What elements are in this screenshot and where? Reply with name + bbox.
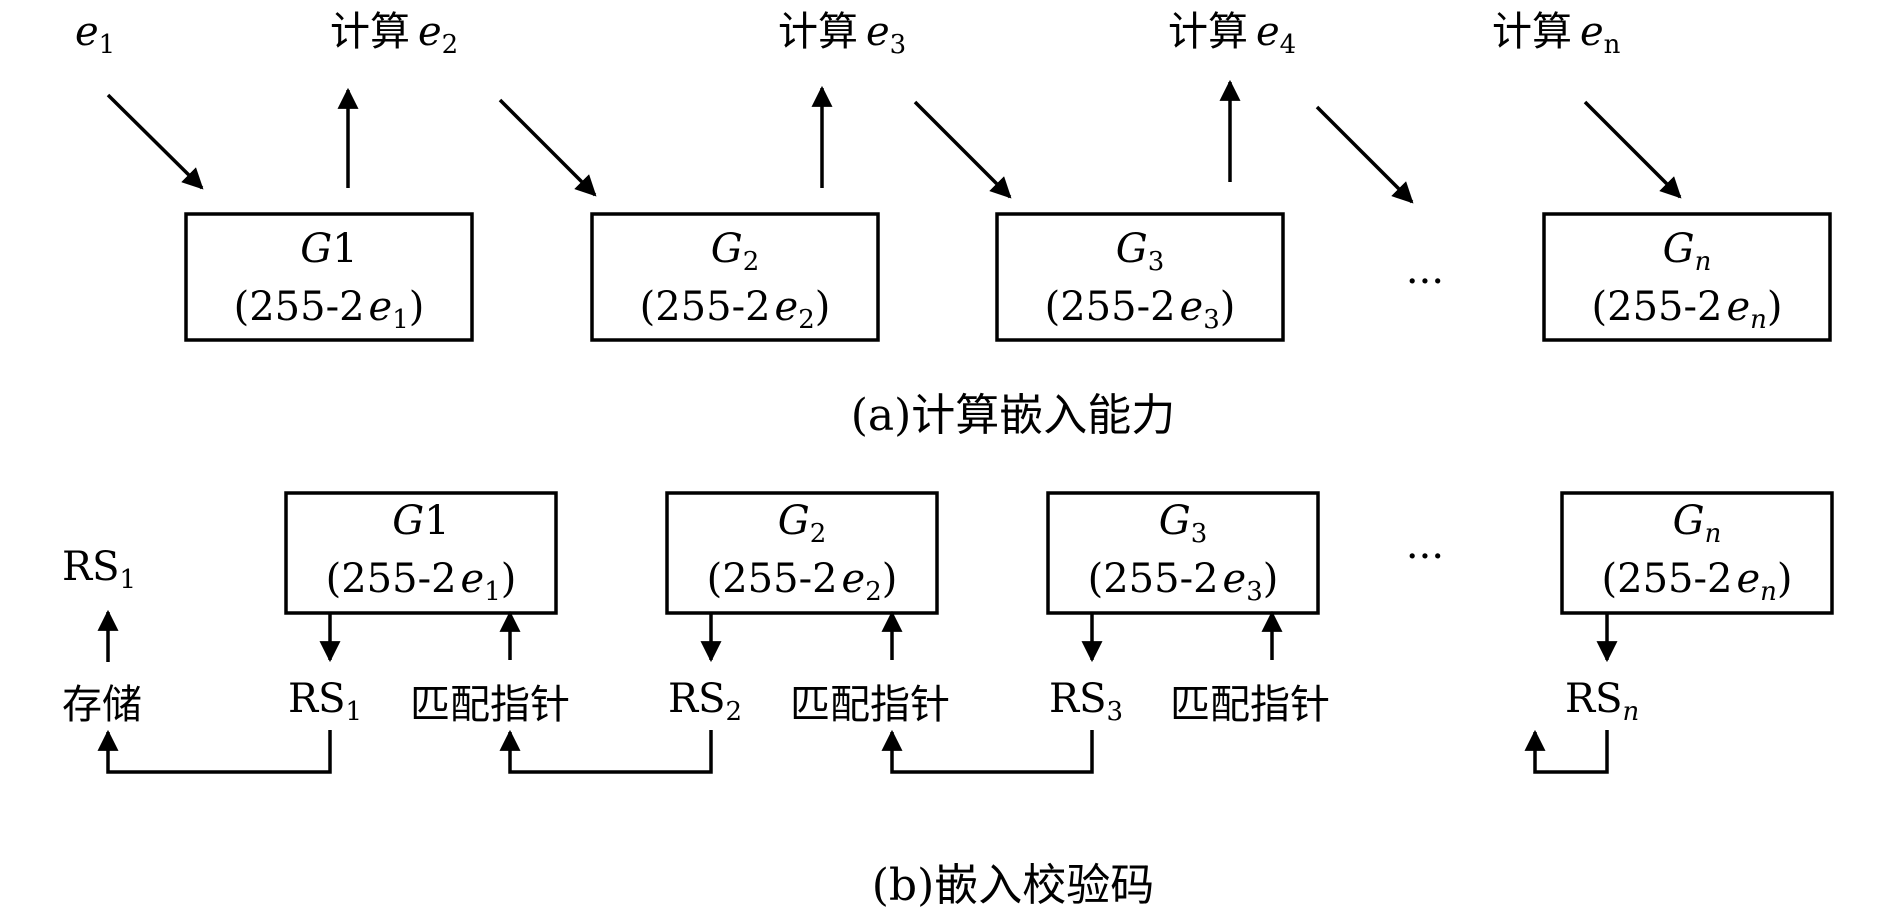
loop-rsn xyxy=(1524,729,1609,774)
box-a-g3 xyxy=(995,212,1285,342)
match-label-3: 匹配指针 xyxy=(1170,682,1330,728)
rs-label-3: RS3 xyxy=(1049,676,1123,727)
ellipsis-a: ··· xyxy=(1406,259,1444,305)
loop-rs3-to-match2 xyxy=(881,729,1094,774)
svg-text:(255-2e3): (255-2e3) xyxy=(1045,284,1236,335)
rs-top-label: RS1 xyxy=(62,544,136,595)
ellipsis-b: ··· xyxy=(1406,534,1444,580)
svg-text:Gn: Gn xyxy=(1663,226,1712,277)
caption-a: (a)计算嵌入能力 xyxy=(851,390,1176,441)
arrow-input-g1 xyxy=(106,93,204,190)
match-label-1: 匹配指针 xyxy=(410,682,570,728)
loop-rs2-to-match1 xyxy=(499,729,713,774)
svg-text:(255-2e2): (255-2e2) xyxy=(640,284,831,335)
box-a-g2 xyxy=(590,212,880,342)
svg-text:(255-2en): (255-2en) xyxy=(1592,284,1783,335)
svg-text:G2: G2 xyxy=(711,226,760,277)
svg-text:(255-2e1): (255-2e1) xyxy=(326,556,517,607)
box-b-gn xyxy=(1560,491,1834,615)
svg-text:(255-2en): (255-2en) xyxy=(1602,556,1793,607)
box-b-g3 xyxy=(1046,491,1320,615)
svg-text:(255-2e2): (255-2e2) xyxy=(707,556,898,607)
svg-text:(255-2e3): (255-2e3) xyxy=(1088,556,1279,607)
svg-text:G1: G1 xyxy=(300,226,357,272)
svg-text:Gn: Gn xyxy=(1673,498,1722,549)
input-label-e1: e1 xyxy=(75,9,115,60)
loop-rs1-to-store xyxy=(97,729,332,774)
arrow-input-g2 xyxy=(498,98,597,197)
svg-text:G3: G3 xyxy=(1159,498,1208,549)
rs-label-1: RS1 xyxy=(288,676,362,727)
svg-text:G2: G2 xyxy=(778,498,827,549)
rs-label-2: RS2 xyxy=(668,676,742,727)
svg-text:G3: G3 xyxy=(1116,226,1165,277)
match-label-2: 匹配指针 xyxy=(790,682,950,728)
box-b-g1 xyxy=(284,491,558,615)
store-label: 存储 xyxy=(62,682,142,728)
rs-label-n: RSn xyxy=(1565,676,1639,727)
arrow-input-dots xyxy=(1315,105,1414,204)
arrow-input-gn xyxy=(1583,100,1682,199)
box-a-g1 xyxy=(184,212,474,342)
box-a-gn xyxy=(1542,212,1832,342)
svg-text:(255-2e1): (255-2e1) xyxy=(234,284,425,335)
caption-b: (b)嵌入校验码 xyxy=(872,860,1155,911)
svg-text:G1: G1 xyxy=(392,498,449,544)
arrow-input-g3 xyxy=(913,100,1012,199)
box-b-g2 xyxy=(665,491,939,615)
